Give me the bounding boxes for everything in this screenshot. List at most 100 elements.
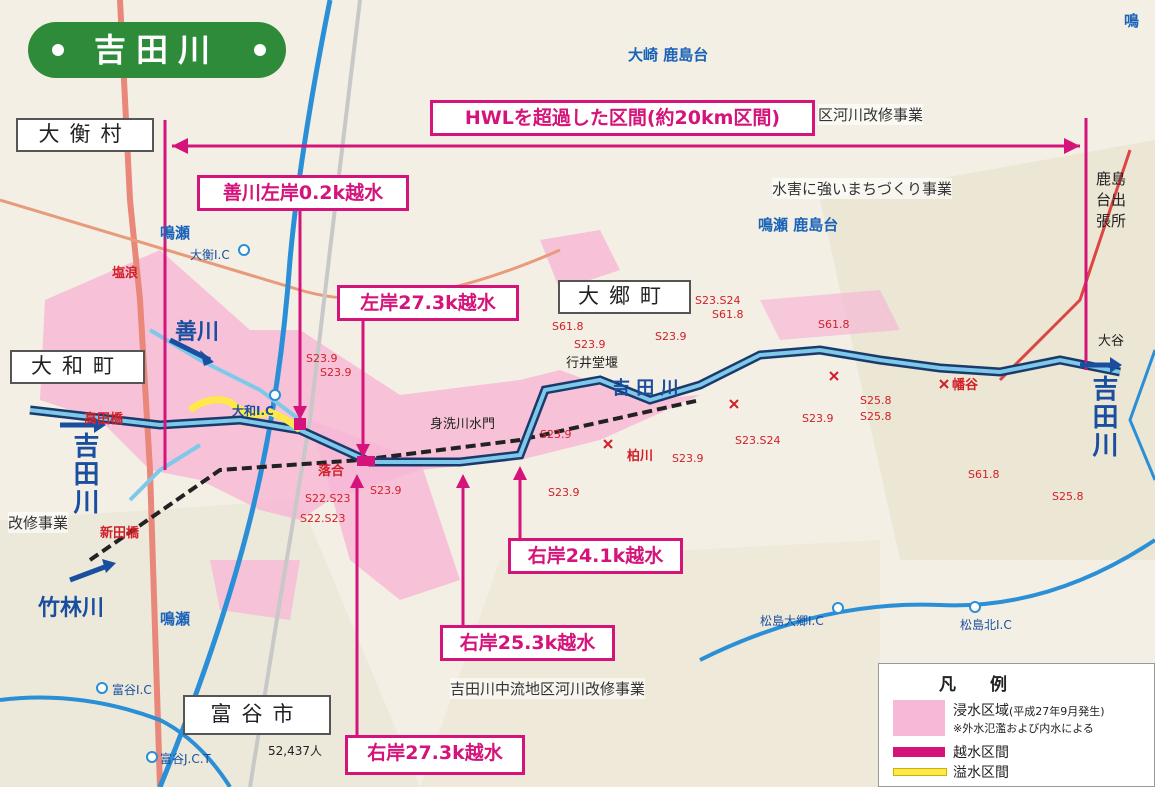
place-shionami: 塩浪: [112, 266, 139, 281]
red-mark: S23.S24: [735, 434, 781, 447]
overflow-mark-zenkawa: [294, 418, 306, 430]
place-taiwa-ic: 大和I.C: [232, 404, 274, 418]
red-mark: S23.9: [672, 452, 704, 465]
legend-label-overflow: 越水区間: [953, 745, 1009, 761]
red-mark: S61.8: [552, 320, 584, 333]
river-label-zenkawa: 善川: [175, 320, 220, 345]
terrain-east: [820, 140, 1155, 560]
project-label-kaishu-left: 改修事業: [8, 512, 69, 533]
road-east: [998, 149, 1132, 382]
place-kashiwagawa: 柏川: [627, 449, 654, 464]
municipality-osato: 大郷町: [558, 280, 691, 314]
red-mark: S23.9: [548, 486, 580, 499]
direction-naru-corner: 鳴: [1124, 12, 1140, 30]
legend-title: 凡 例: [939, 675, 1007, 695]
direction-osaki-kashimadai: 大崎 鹿島台: [628, 46, 709, 64]
overflow-label-right27: 右岸27.3k越水: [345, 735, 525, 775]
place-tomiya-ic: 富谷I.C: [112, 683, 152, 697]
red-mark: S25.8: [860, 394, 892, 407]
red-mark: S23.9: [306, 352, 338, 365]
place-misaraigawa: 身洗川水門: [430, 417, 496, 432]
red-mark: S23.9: [540, 428, 572, 441]
river-label-yoshida-left: 吉田川: [69, 432, 99, 516]
place-takadabashi: 高田橋: [84, 412, 124, 427]
red-mark: S23.9: [370, 484, 402, 497]
red-mark: S23.9: [320, 366, 352, 379]
legend-swatch-overflow: [893, 747, 945, 757]
overflow-label-right25: 右岸25.3k越水: [440, 625, 615, 661]
inundation-area-east: [760, 290, 900, 340]
expressway-east: [1128, 349, 1155, 481]
red-mark: S23.9: [802, 412, 834, 425]
river-label-takebayashi: 竹林川: [38, 596, 105, 621]
municipality-tomiya: 富谷市: [183, 695, 331, 735]
flow-arrow-head-zenkawa: [200, 350, 214, 366]
pointer-head-right24: [513, 466, 527, 480]
legend-label-spill: 溢水区間: [953, 765, 1009, 781]
ic-marker-ohira: [238, 244, 250, 256]
place-kashimadai-office: 鹿島台出張所: [1096, 170, 1127, 230]
direction-naruse-bottom: 鳴瀬: [160, 610, 191, 628]
place-ochiai: 落合: [318, 464, 345, 479]
road-minor: [248, 0, 362, 787]
red-mark: S23.S24: [695, 294, 741, 307]
municipality-ohira: 大衡村: [16, 118, 154, 152]
red-cross-marks: [603, 371, 949, 449]
river-takebayashi: [128, 443, 202, 502]
place-niitabashi: 新田橋: [100, 526, 140, 541]
flow-arrow-head-yoshida-right: [1110, 357, 1122, 373]
place-oya: 大谷: [1098, 334, 1125, 349]
inundation-area-north: [540, 230, 620, 290]
place-hatoya: 幡谷: [952, 378, 979, 393]
expressway-tomiya: [0, 695, 232, 787]
ic-marker-tomiya: [96, 682, 108, 694]
red-mark: S61.8: [818, 318, 850, 331]
place-matsushima-ic: 松島北I.C: [960, 618, 1012, 632]
river-yoshida: [29, 347, 1121, 464]
flow-arrow-takebayashi: [69, 562, 111, 583]
title-dot-left: [52, 44, 64, 56]
project-label-chuuryu: 吉田川中流地区河川改修事業: [450, 678, 646, 699]
red-mark: S22.S23: [305, 492, 351, 505]
direction-naruse-kashimadai: 鳴瀬 鹿島台: [758, 216, 839, 234]
overflow-label-zenkawa: 善川左岸0.2k越水: [197, 175, 409, 211]
spill-section: [187, 396, 303, 433]
project-label-suigai: 水害に強いまちづくり事業: [772, 178, 953, 199]
river-label-yoshida-right: 吉田川: [1088, 375, 1118, 459]
red-mark: S25.8: [860, 410, 892, 423]
red-mark: S25.8: [1052, 490, 1084, 503]
ic-marker-matsushima: [969, 601, 981, 613]
pointer-head-left27: [356, 444, 370, 458]
hwl-section-label: HWLを超過した区間(約20km区間): [430, 100, 815, 136]
title-dot-right: [254, 44, 266, 56]
hwl-arrow-head-right: [1064, 138, 1080, 154]
pointer-head-right27: [350, 474, 364, 488]
place-tomiya-jct: 富谷J.C.T: [160, 752, 211, 766]
river-label-yoshida-mid: 吉 田 川: [612, 378, 679, 399]
red-mark: S61.8: [968, 468, 1000, 481]
ic-marker-taiwa: [269, 389, 281, 401]
ic-marker-tomiya-jct: [146, 751, 158, 763]
place-ohira-ic: 大衡I.C: [190, 248, 230, 262]
legend-box: 凡 例 浸水区域(平成27年9月発生) ※外水氾濫および内水による 越水区間 溢…: [878, 663, 1155, 787]
legend-label-inundation-sub: ※外水氾濫および内水による: [953, 722, 1094, 735]
ic-marker-matsushima-daisen: [832, 602, 844, 614]
flow-arrow-head-yoshida-left: [94, 417, 106, 433]
legend-swatch-inundation: [893, 700, 945, 736]
overflow-label-left27: 左岸27.3k越水: [337, 285, 519, 321]
flow-arrow-head-takebayashi: [102, 559, 116, 573]
legend-swatch-spill: [893, 768, 947, 776]
project-label-kaishu: 区河川改修事業: [818, 104, 924, 125]
expressway-sanriku: [699, 538, 1155, 662]
red-mark: S22.S23: [300, 512, 346, 525]
legend-label-inundation-note: (平成27年9月発生): [1009, 705, 1105, 718]
inundation-area-south: [310, 420, 460, 600]
place-gyoi-dou: 行井堂堰: [566, 356, 619, 371]
legend-label-inundation: 浸水区域: [953, 703, 1009, 719]
municipality-taiwa: 大和町: [10, 350, 145, 384]
inundation-area-main: [40, 250, 700, 520]
pointer-head-right25: [456, 474, 470, 488]
overflow-mark-left27: [357, 456, 375, 466]
place-matsushima-daisen: 松島大郷I.C: [760, 614, 824, 628]
